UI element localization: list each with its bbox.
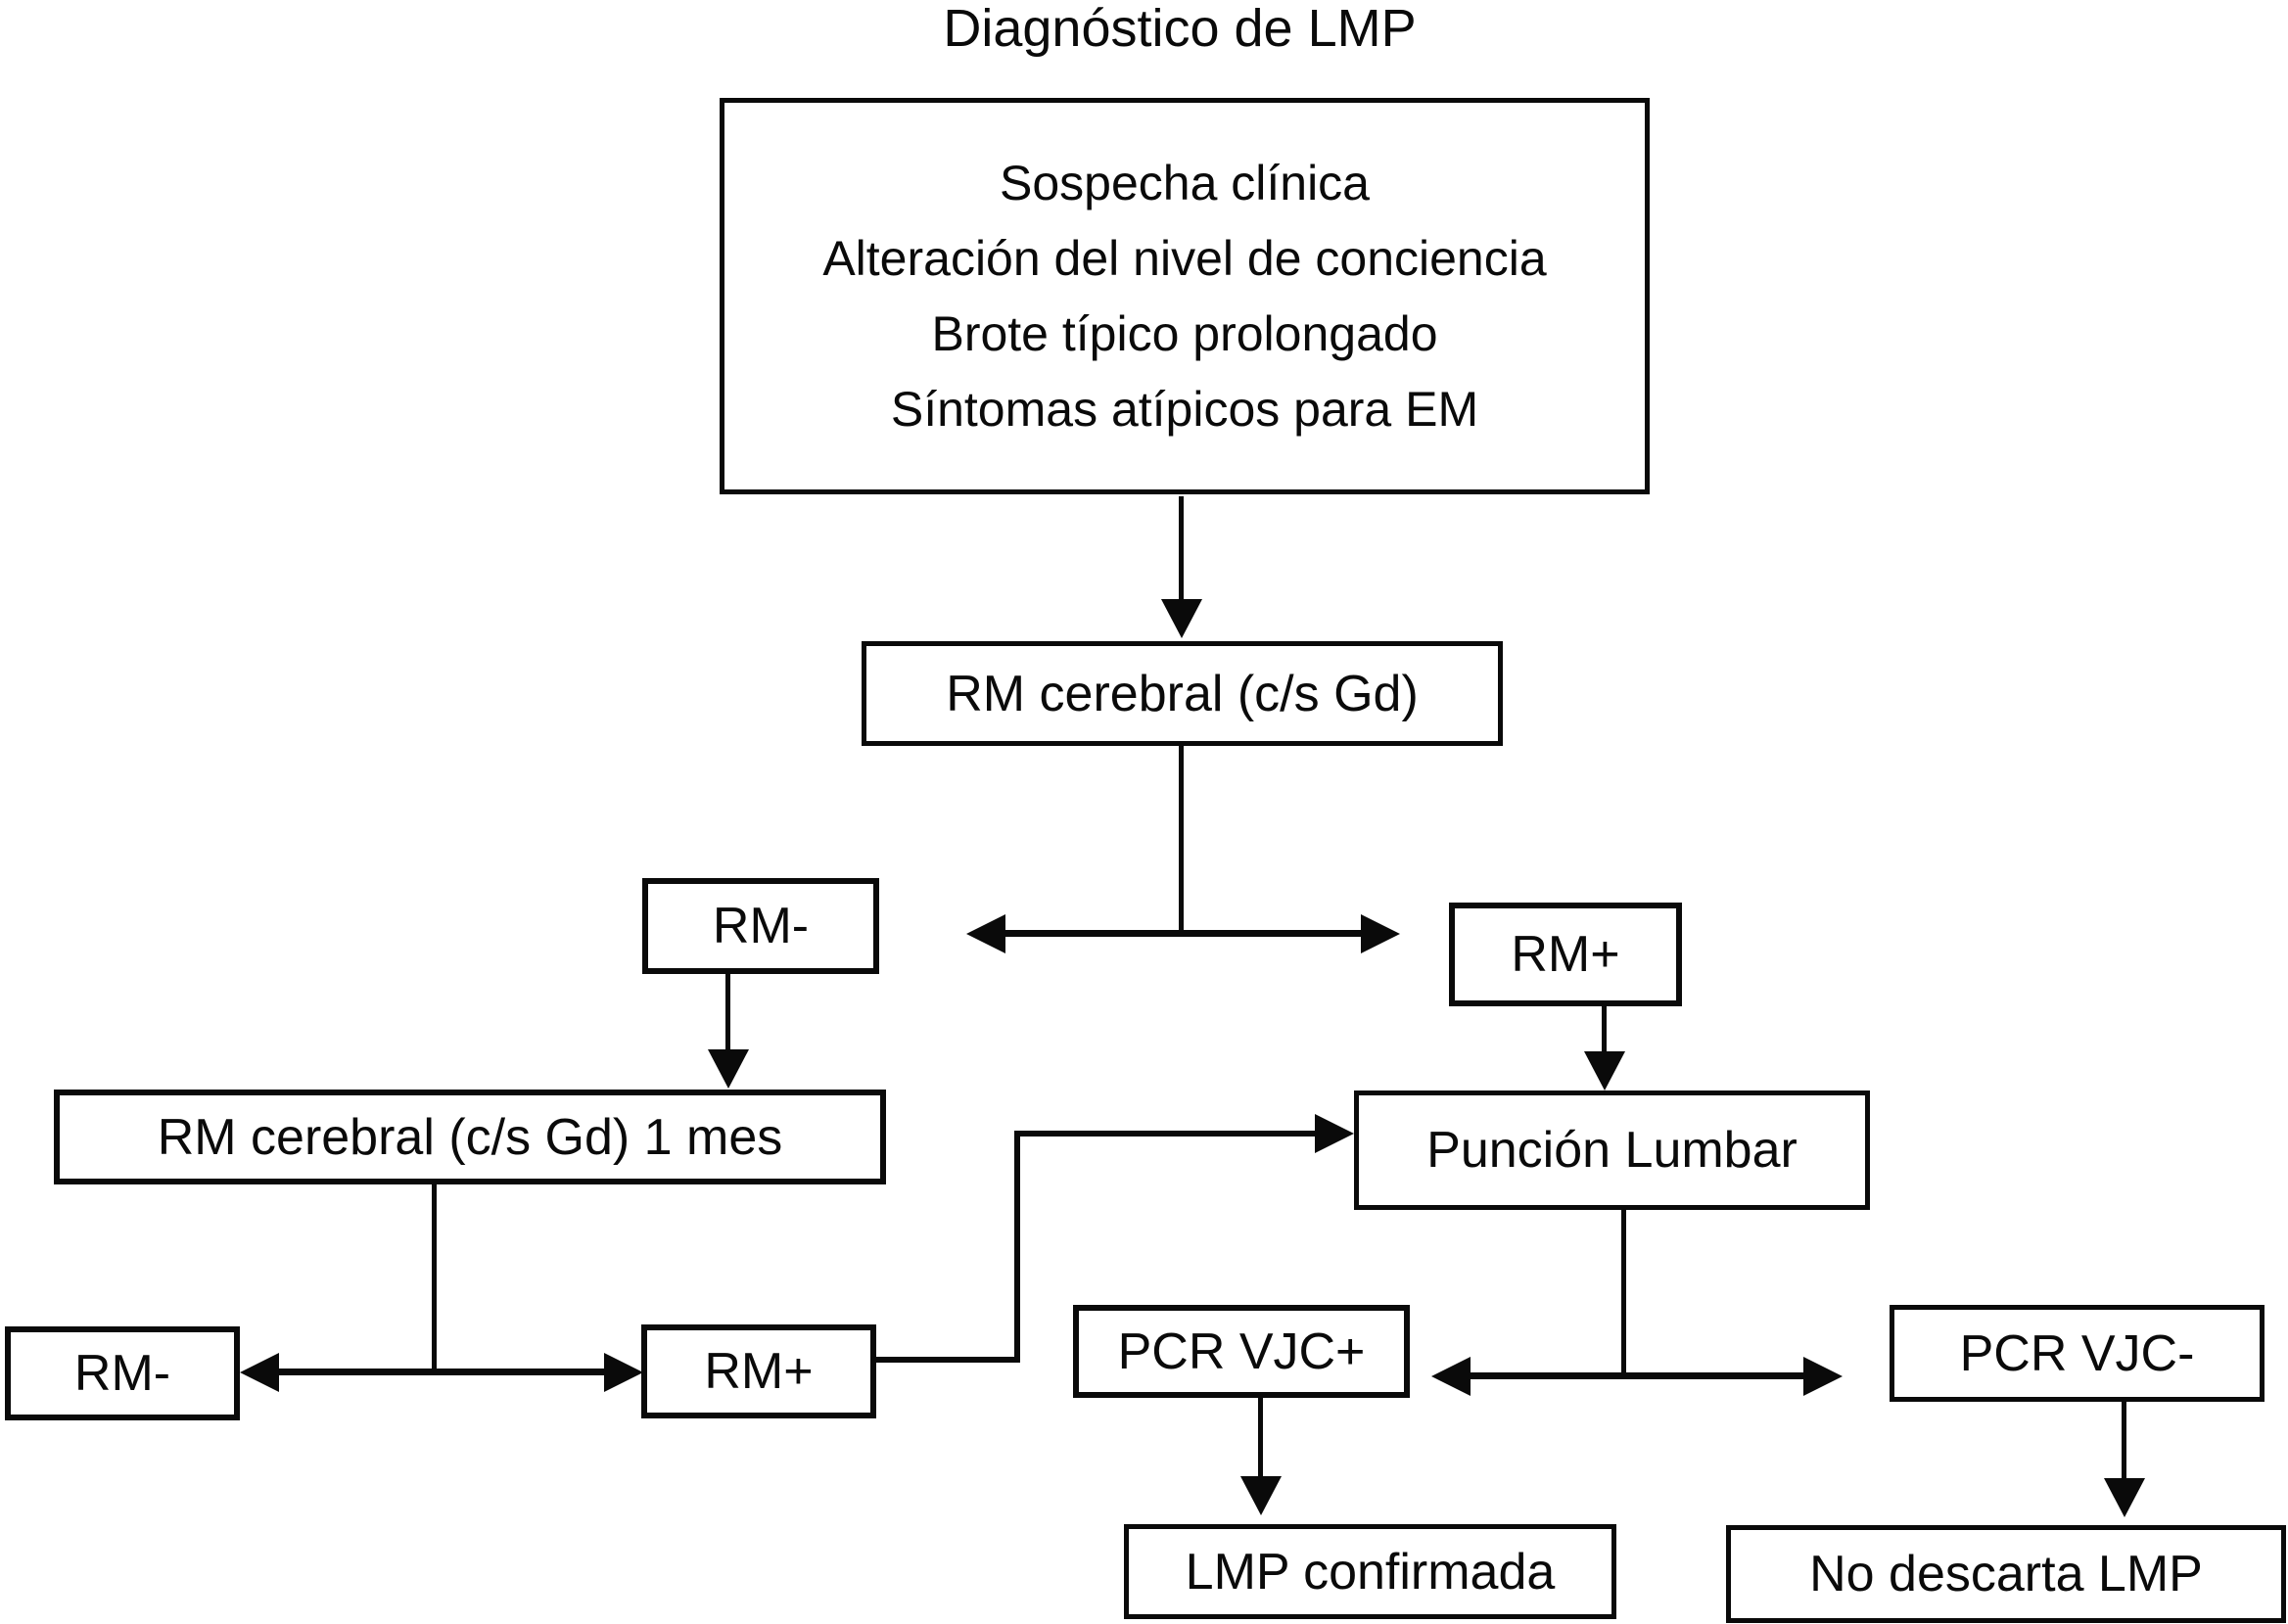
connector-puncion-to-split	[1621, 1210, 1626, 1372]
arrowhead-left	[966, 914, 1005, 953]
connector-pcrpos-to-confirmada	[1258, 1398, 1263, 1478]
connector-split-rm	[997, 930, 1367, 937]
arrowhead-down	[1584, 1051, 1625, 1090]
arrowhead-down	[708, 1049, 749, 1089]
sospecha-line-4: Síntomas atípicos para EM	[890, 381, 1479, 437]
no-descarta-lmp-label: No descarta LMP	[1809, 1546, 2203, 1602]
sospecha-line-1: Sospecha clínica	[999, 155, 1370, 210]
node-rm-cerebral: RM cerebral (c/s Gd)	[862, 641, 1503, 746]
connector-sospecha-to-rm	[1179, 496, 1184, 601]
node-rm-negative-2: RM-	[5, 1326, 240, 1420]
arrowhead-down	[1161, 599, 1202, 638]
node-no-descarta-lmp: No descarta LMP	[1726, 1525, 2286, 1623]
node-pcr-vjc-negative: PCR VJC-	[1890, 1305, 2265, 1402]
connector-1mes-to-split	[432, 1184, 437, 1372]
pcr-vjc-positive-label: PCR VJC+	[1117, 1322, 1366, 1380]
arrowhead-left	[1431, 1357, 1471, 1396]
pcr-vjc-negative-label: PCR VJC-	[1959, 1324, 2195, 1382]
rm-negative-2-label: RM-	[73, 1345, 171, 1402]
connector-pcrneg-to-nodescarta	[2122, 1402, 2126, 1480]
rm-positive-1-label: RM+	[1511, 926, 1620, 983]
diagram-title: Diagnóstico de LMP	[943, 0, 1417, 58]
arrowhead-right	[604, 1353, 643, 1392]
connector-rmpos2-elbow-top	[1014, 1131, 1320, 1137]
node-pcr-vjc-positive: PCR VJC+	[1073, 1305, 1410, 1398]
connector-rmpos-to-puncion	[1602, 1006, 1607, 1053]
rm-cerebral-1mes-label: RM cerebral (c/s Gd) 1 mes	[157, 1108, 783, 1166]
sospecha-line-2: Alteración del nivel de conciencia	[822, 230, 1547, 286]
node-rm-positive-2: RM+	[641, 1324, 876, 1418]
node-sospecha-clinica: Sospecha clínica Alteración del nivel de…	[720, 98, 1650, 494]
node-rm-negative-1: RM-	[642, 878, 879, 974]
rm-cerebral-label: RM cerebral (c/s Gd)	[946, 665, 1419, 722]
connector-rmneg-to-1mes	[725, 974, 730, 1052]
connector-split-pcr	[1465, 1372, 1807, 1379]
connector-split-rm2	[272, 1369, 609, 1375]
arrowhead-down	[1240, 1476, 1282, 1515]
connector-rmpos2-elbow-bottom	[876, 1357, 1020, 1363]
sospecha-line-3: Brote típico prolongado	[931, 305, 1438, 361]
lmp-confirmada-label: LMP confirmada	[1185, 1543, 1556, 1601]
arrowhead-right	[1803, 1357, 1843, 1396]
arrowhead-down	[2104, 1478, 2145, 1517]
node-puncion-lumbar: Punción Lumbar	[1354, 1090, 1870, 1210]
node-rm-cerebral-1mes: RM cerebral (c/s Gd) 1 mes	[54, 1090, 886, 1184]
rm-negative-1-label: RM-	[712, 898, 810, 954]
node-lmp-confirmada: LMP confirmada	[1124, 1524, 1616, 1619]
puncion-lumbar-label: Punción Lumbar	[1426, 1122, 1798, 1179]
rm-positive-2-label: RM+	[704, 1343, 814, 1400]
arrowhead-right	[1361, 914, 1400, 953]
node-rm-positive-1: RM+	[1449, 903, 1682, 1006]
arrowhead-right	[1315, 1114, 1354, 1153]
connector-rmpos2-elbow-vertical	[1014, 1131, 1020, 1363]
arrowhead-left	[240, 1353, 279, 1392]
sospecha-lines: Sospecha clínica Alteración del nivel de…	[822, 146, 1546, 447]
connector-rm-to-split	[1179, 746, 1184, 934]
